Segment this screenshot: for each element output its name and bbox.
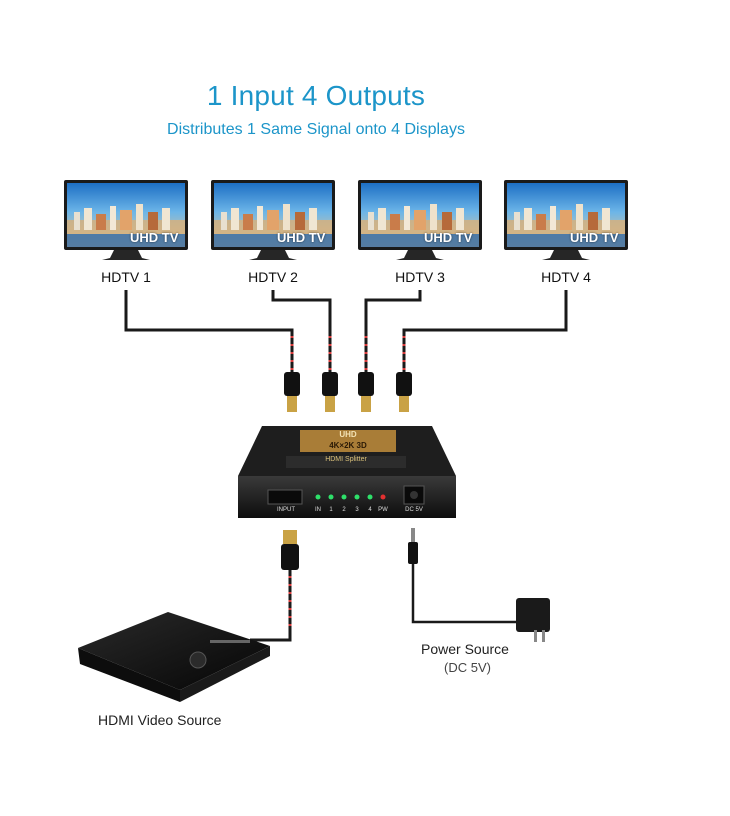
tv-1-screen-text: UHD TV — [130, 230, 179, 245]
splitter-port-label-1: 1 — [329, 507, 333, 513]
splitter-port-label-2: 2 — [342, 507, 346, 513]
tv-4-screen-text: UHD TV — [570, 230, 619, 245]
tv-3-label: HDTV 3 — [395, 269, 445, 285]
splitter-port-label-in: IN — [315, 507, 321, 513]
splitter-top-line1: UHD — [339, 430, 357, 439]
splitter-dc-label: DC 5V — [405, 507, 423, 513]
tv-3-screen-text: UHD TV — [424, 230, 473, 245]
power-cable — [408, 528, 550, 642]
hdmi-splitter — [238, 426, 456, 518]
output-cables — [124, 290, 568, 372]
hdmi-video-source-label: HDMI Video Source — [98, 712, 222, 728]
splitter-top-line2: 4K×2K 3D — [329, 441, 367, 450]
tv-1-label: HDTV 1 — [101, 269, 151, 285]
diagram-title: 1 Input 4 Outputs — [206, 80, 426, 111]
power-source-label: Power Source — [421, 641, 509, 657]
hdmi-video-source-device — [78, 612, 270, 702]
input-cable — [250, 530, 299, 642]
tv-3 — [358, 180, 482, 260]
tv-4-label: HDTV 4 — [541, 269, 591, 285]
tv-2 — [211, 180, 335, 260]
splitter-brand-line: HDMI Splitter — [325, 456, 367, 463]
tv-2-label: HDTV 2 — [248, 269, 298, 285]
tv-4 — [504, 180, 628, 260]
hdmi-plugs-top — [284, 372, 412, 412]
tv-1 — [64, 180, 188, 260]
splitter-port-label-3: 3 — [355, 507, 359, 513]
splitter-input-label: INPUT — [277, 507, 295, 513]
power-source-sub: (DC 5V) — [444, 660, 491, 675]
splitter-port-label-pw: PW — [378, 507, 388, 513]
splitter-port-label-4: 4 — [368, 507, 372, 513]
tv-2-screen-text: UHD TV — [277, 230, 326, 245]
diagram-subtitle: Distributes 1 Same Signal onto 4 Display… — [167, 121, 465, 138]
